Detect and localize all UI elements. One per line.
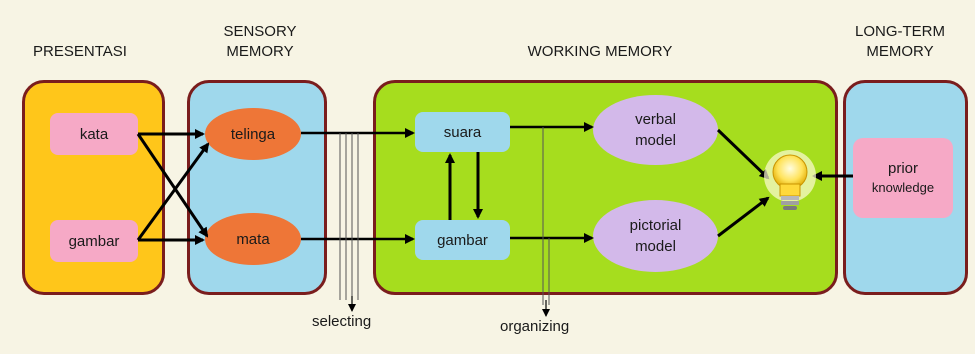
gambar-input-box: gambar [50, 220, 138, 262]
header-sensory-line1: SENSORY [223, 23, 297, 40]
arrow-kata-mata [136, 133, 209, 238]
arrow-gambar-telinga [136, 142, 210, 241]
lightbulb-icon [764, 150, 816, 210]
header-long-term-memory: LONG-TERM MEMORY [830, 22, 970, 62]
prior-knowledge-line2: knowledge [871, 180, 935, 195]
prior-knowledge-box: prior knowledge [853, 138, 953, 218]
verbal-model-line1: verbal [635, 111, 676, 128]
pictorial-model-ellipse: pictorial model [593, 200, 718, 272]
arrow-pictorial-bulb [717, 196, 770, 238]
selecting-label: selecting [312, 313, 372, 330]
header-longterm-line1: LONG-TERM [855, 23, 945, 40]
prior-knowledge-line1: prior [887, 160, 918, 177]
arrow-verbal-bulb [716, 128, 770, 180]
pictorial-model-line2: model [635, 238, 676, 255]
verbal-model-ellipse: verbal model [593, 95, 718, 165]
telinga-ellipse: telinga [205, 108, 301, 160]
header-longterm-line2: MEMORY [866, 43, 934, 60]
pictorial-model-line1: pictorial [629, 217, 682, 234]
header-sensory-memory: SENSORY MEMORY [195, 22, 325, 62]
suara-box: suara [415, 112, 510, 152]
verbal-model-line2: model [635, 132, 676, 149]
mata-ellipse: mata [205, 213, 301, 265]
header-working-memory: WORKING MEMORY [527, 43, 673, 60]
organizing-label: organizing [500, 318, 570, 335]
header-sensory-line2: MEMORY [226, 43, 294, 60]
kata-box: kata [50, 113, 138, 155]
header-presentasi: PRESENTASI [33, 43, 127, 60]
gambar-working-box: gambar [415, 220, 510, 260]
